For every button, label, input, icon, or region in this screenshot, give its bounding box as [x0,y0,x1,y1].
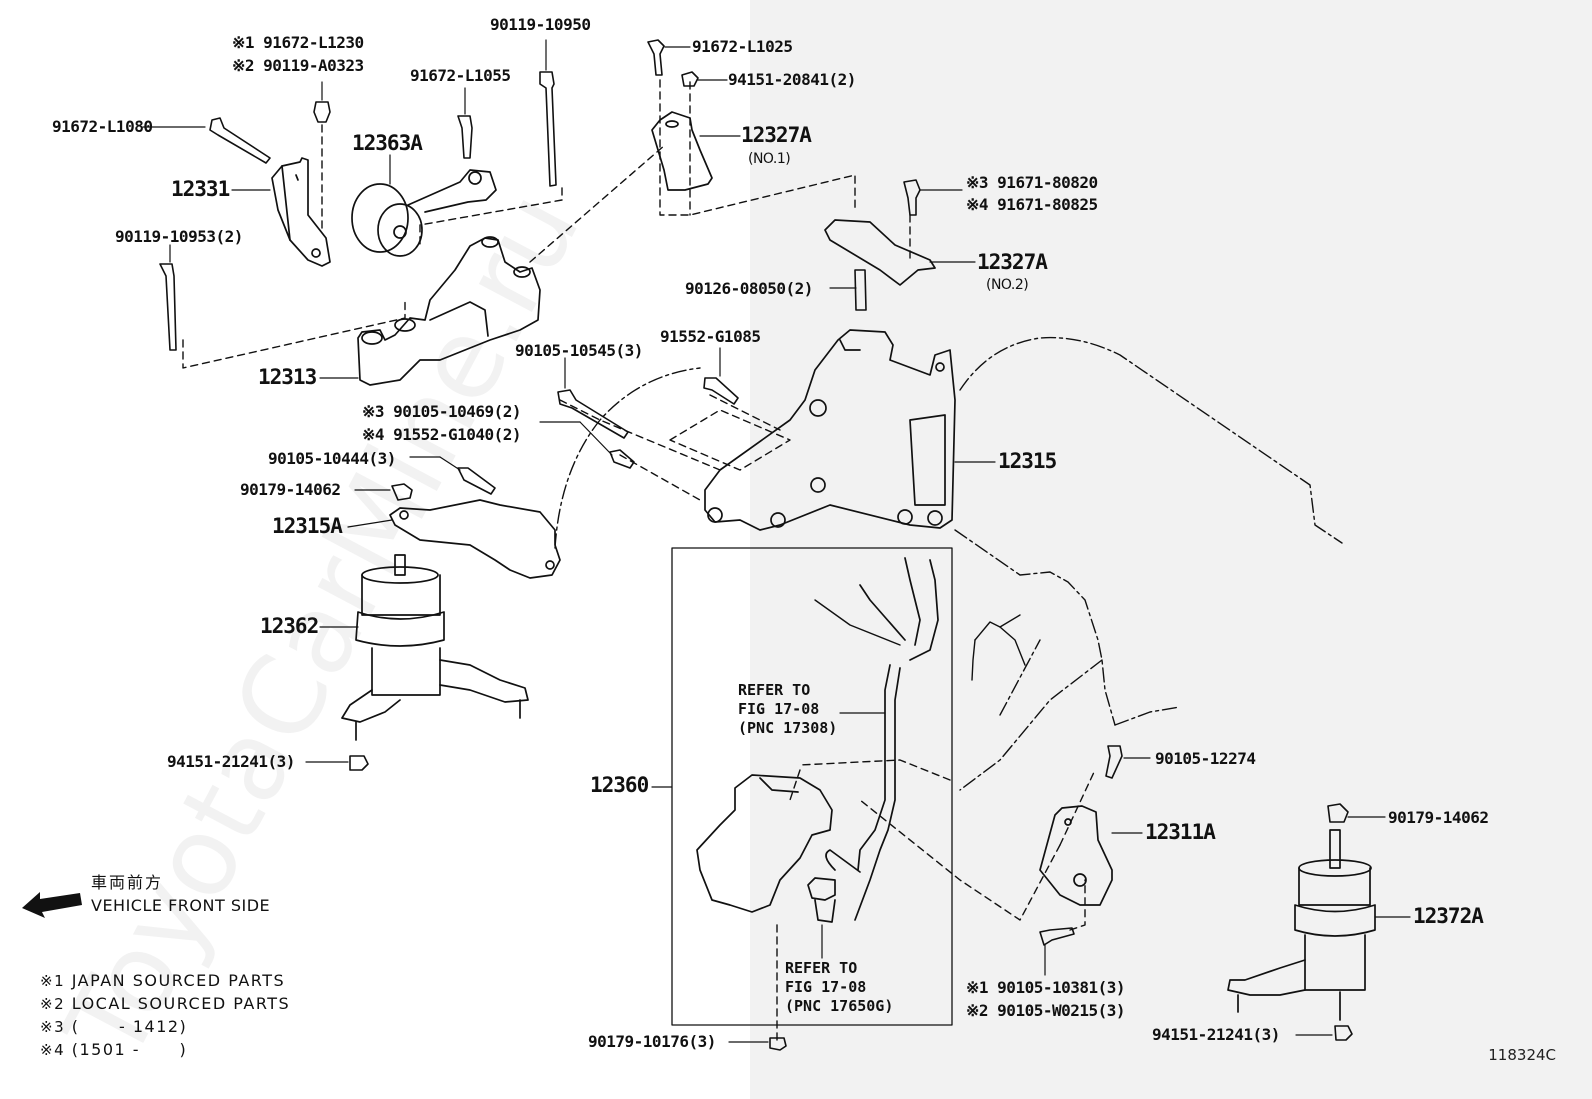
part-label-90105-10444[interactable]: 90105-10444(3) [268,449,396,468]
bracket-12315A [389,499,561,579]
part-label-90105-10545[interactable]: 90105-10545(3) [515,341,643,360]
part-label-90105-W0215[interactable]: ※2 90105-W0215(3) [966,1001,1126,1020]
part-label-91672-L1230[interactable]: ※1 91672-L1230 [232,33,364,52]
part-sublabel-12327A-no2: (NO.2) [986,277,1029,293]
part-label-91671-80825[interactable]: ※4 91671-80825 [966,195,1098,214]
part-label-90105-10381[interactable]: ※1 90105-10381(3) [966,978,1126,997]
part-label-90179-14062-right[interactable]: 90179-14062 [1388,808,1489,827]
part-label-94151-21241-left[interactable]: 94151-21241(3) [167,752,295,771]
part-sublabel-12327A-no1: (NO.1) [748,151,791,167]
footnote-2: ※2 LOCAL SOURCED PARTS [40,994,291,1013]
part-label-12362[interactable]: 12362 [260,614,319,638]
part-label-12372A[interactable]: 12372A [1413,904,1484,928]
part-label-12313[interactable]: 12313 [258,365,317,389]
bracket-12331 [271,157,331,267]
part-label-91672-L1055[interactable]: 91672-L1055 [410,66,511,85]
engine-mount-12362 [341,554,529,741]
part-label-12327A-no2[interactable]: 12327A [977,250,1048,274]
group-box-12360 [671,547,953,1026]
part-label-90126-08050[interactable]: 90126-08050(2) [685,279,813,298]
part-label-90105-12274[interactable]: 90105-12274 [1155,749,1256,768]
bracket-12327A-no1 [651,111,713,191]
footnote-3: ※3 ( - 1412) [40,1017,188,1036]
engine-mount-12372A [1227,829,1376,1021]
refer-note-pnc-17650G[interactable]: REFER TO FIG 17-08 (PNC 17650G) [785,959,894,1015]
footnote-4: ※4 (1501 - ) [40,1040,188,1059]
part-label-94151-20841[interactable]: 94151-20841(2) [728,70,856,89]
bracket-12313 [357,236,541,386]
bracket-12311A [1039,805,1113,906]
footnote-1: ※1 JAPAN SOURCED PARTS [40,971,286,990]
fasteners [159,39,1353,1051]
part-label-91672-L1080[interactable]: 91672-L1080 [52,117,153,136]
part-label-90179-10176[interactable]: 90179-10176(3) [588,1032,716,1051]
part-label-12363A[interactable]: 12363A [352,131,423,155]
part-label-94151-21241-right[interactable]: 94151-21241(3) [1152,1025,1280,1044]
vehicle-front-arrow-icon [22,892,82,918]
part-label-12315[interactable]: 12315 [998,449,1057,473]
engine-outline [554,336,1343,791]
bracket-12327A-no2 [824,219,936,286]
torque-rod-12363A [351,169,497,257]
part-label-90119-A0323[interactable]: ※2 90119-A0323 [232,56,364,75]
engine-detail-lines [814,599,1026,681]
vehicle-front-label: VEHICLE FRONT SIDE [91,896,271,915]
part-label-12311A[interactable]: 12311A [1145,820,1216,844]
assembly-dashed-lines [182,79,1096,1041]
diagram-background-right [750,0,1592,1099]
part-label-90105-10469[interactable]: ※3 90105-10469(2) [362,402,522,421]
part-label-12360[interactable]: 12360 [590,773,649,797]
part-label-12331[interactable]: 12331 [171,177,230,201]
figure-id: 118324C [1488,1046,1556,1064]
part-label-91552-G1085[interactable]: 91552-G1085 [660,327,761,346]
part-label-91671-80820[interactable]: ※3 91671-80820 [966,173,1098,192]
part-label-12315A[interactable]: 12315A [272,514,343,538]
leader-lines [142,39,1411,1043]
bracket-12315 [704,329,956,531]
part-label-91672-L1025[interactable]: 91672-L1025 [692,37,793,56]
part-label-12327A-no1[interactable]: 12327A [741,123,812,147]
vehicle-front-label-japanese: 車両前方 [91,873,164,892]
part-label-91552-G1040[interactable]: ※4 91552-G1040(2) [362,425,522,444]
part-label-90119-10950[interactable]: 90119-10950 [490,15,591,34]
hose-lines [825,557,939,921]
mount-12360 [696,774,836,923]
part-label-90179-14062-left[interactable]: 90179-14062 [240,480,341,499]
refer-note-pnc-17308[interactable]: REFER TO FIG 17-08 (PNC 17308) [738,681,838,737]
part-label-90119-10953[interactable]: 90119-10953(2) [115,227,243,246]
